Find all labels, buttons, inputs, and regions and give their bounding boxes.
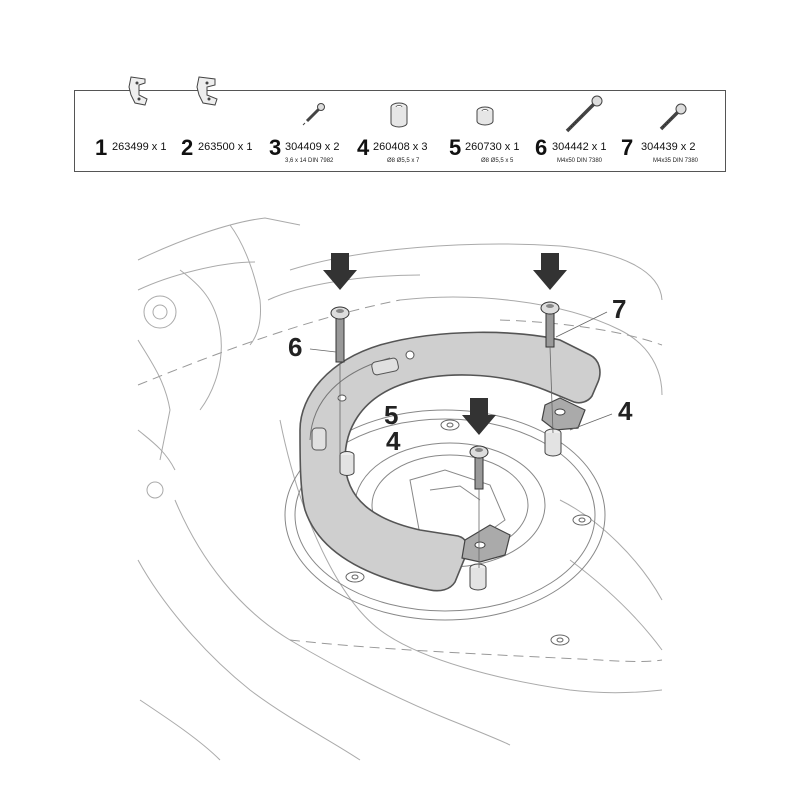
- tank-dashed-lines: [137, 299, 663, 662]
- short-spacer-icon: [476, 106, 494, 126]
- callout-4-right: 4: [618, 396, 633, 426]
- arrow-down-icon: [323, 253, 357, 290]
- part-code: 304439 x 2: [641, 141, 696, 153]
- part-number: 1: [95, 135, 108, 160]
- tank-outline: [137, 217, 663, 761]
- part-number: 3: [269, 135, 282, 160]
- part-code: 260408 x 3: [373, 141, 428, 153]
- arrow-down-icon: [462, 398, 496, 435]
- arrow-down-icon: [533, 253, 567, 290]
- part-number: 4: [357, 135, 370, 160]
- callout-7: 7: [612, 294, 627, 324]
- part-spec: M4x35 DIN 7380: [653, 158, 699, 164]
- callout-4-left: 4: [386, 426, 401, 456]
- part-number: 5: [449, 135, 462, 160]
- part-code: 263500 x 1: [198, 141, 253, 153]
- bolt-center-m4x35: [469, 445, 489, 490]
- part-item-4: 4 260408 x 3 Ø8 Ø5,5 x 7: [357, 91, 433, 171]
- spacer-rear: [469, 563, 487, 591]
- part-spec: M4x50 DIN 7380: [557, 158, 603, 164]
- parts-legend: 1 263499 x 1 2 263500 x 1 3 304409 x 2 3…: [74, 76, 726, 172]
- assembly-lines: [339, 346, 554, 568]
- callout-5: 5: [384, 400, 399, 430]
- part-code: 304442 x 1: [552, 141, 607, 153]
- part-spec: Ø8 Ø5,5 x 5: [481, 158, 514, 164]
- tank-ring: [299, 331, 601, 592]
- part-item-3: 3 304409 x 2 3,6 x 14 DIN 7982: [269, 91, 349, 171]
- part-number: 2: [181, 135, 194, 160]
- self-tapping-screw-icon: [302, 103, 325, 126]
- part-code: 263499 x 1: [112, 141, 167, 153]
- leader-lines: [309, 311, 613, 431]
- spacer-front-right: [544, 428, 562, 457]
- part-number: 7: [621, 135, 634, 160]
- part-item-1: 1 263499 x 1: [95, 76, 167, 171]
- bolt-left-m4x50: [330, 306, 350, 363]
- part-item-7: 7 304439 x 2 M4x35 DIN 7380: [621, 91, 721, 171]
- part-spec: Ø8 Ø5,5 x 7: [387, 158, 420, 164]
- part-code: 260730 x 1: [465, 141, 520, 153]
- bracket-left-icon: [128, 76, 148, 106]
- part-number: 6: [535, 135, 548, 160]
- part-code: 304409 x 2: [285, 141, 340, 153]
- spacer-left: [339, 451, 355, 476]
- long-bolt-icon: [565, 95, 603, 133]
- part-item-6: 6 304442 x 1 M4x50 DIN 7380: [535, 91, 625, 171]
- part-item-5: 5 260730 x 1 Ø8 Ø5,5 x 5: [449, 91, 525, 171]
- insert-arrows: [323, 253, 567, 435]
- long-spacer-icon: [390, 102, 408, 128]
- part-spec: 3,6 x 14 DIN 7982: [285, 158, 334, 164]
- short-bolt-icon: [659, 103, 687, 131]
- part-item-2: 2 263500 x 1: [181, 76, 253, 171]
- bracket-rear: [461, 524, 511, 563]
- callout-6: 6: [288, 332, 303, 362]
- filler-screws: [345, 419, 592, 646]
- bracket-right-icon: [196, 76, 218, 106]
